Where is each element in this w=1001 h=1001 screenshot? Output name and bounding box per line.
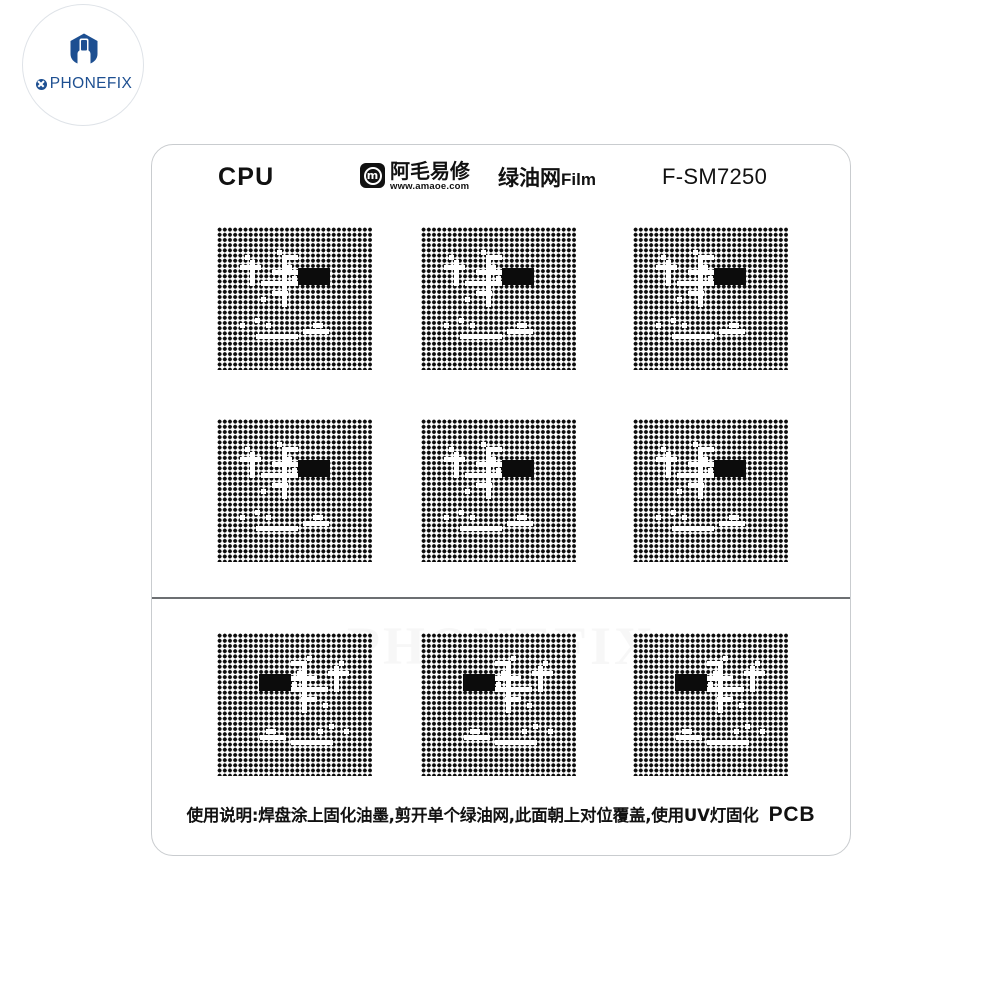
header-category-label: CPU: [218, 163, 275, 191]
cpu-stencil-block[interactable]: [421, 633, 576, 776]
stencil-card: CPU m 阿毛易修 www.amaoe.com 绿油网Film F-SM725…: [151, 144, 851, 856]
model-number-label: F-SM7250: [662, 164, 768, 189]
cpu-stencil-block[interactable]: [217, 419, 372, 562]
cpu-stencil-block[interactable]: [217, 227, 372, 370]
vendor-name-label: 阿毛易修: [390, 159, 470, 183]
card-header: CPU m 阿毛易修 www.amaoe.com 绿油网Film F-SM725…: [152, 157, 850, 205]
cpu-stencil-block[interactable]: [217, 633, 372, 776]
phonefix-brand-badge: PHONEFIX: [22, 4, 144, 126]
cpu-stencil-block[interactable]: [421, 227, 576, 370]
amaoe-square-logo-icon: m: [360, 163, 385, 188]
panel-divider: [152, 597, 850, 599]
cpu-stencil-block[interactable]: [633, 633, 788, 776]
cpu-stencil-block[interactable]: [421, 419, 576, 562]
usage-instruction-text: 使用说明:焊盘涂上固化油墨,剪开单个绿油网,此面朝上对位覆盖,使用UV灯固化: [186, 806, 759, 825]
circle-x-icon: [35, 78, 47, 90]
vendor-branding: m 阿毛易修 www.amaoe.com: [360, 161, 470, 192]
vendor-url-label: www.amaoe.com: [390, 181, 470, 192]
brand-circle-outline: [22, 4, 144, 126]
cpu-stencil-block[interactable]: [633, 227, 788, 370]
card-footer: 使用说明:焊盘涂上固化油墨,剪开单个绿油网,此面朝上对位覆盖,使用UV灯固化 P…: [152, 802, 850, 827]
brand-name: PHONEFIX: [49, 75, 133, 92]
product-type-cn: 绿油网: [498, 166, 561, 190]
pcb-side-label: PCB: [768, 803, 816, 826]
product-type-latin: Film: [561, 170, 596, 189]
product-type-label: 绿油网Film: [498, 162, 596, 192]
vendor-mark-letter: m: [366, 169, 379, 182]
cpu-stencil-block[interactable]: [633, 419, 788, 562]
phonefix-hexagon-phone-logo-icon: [68, 32, 100, 68]
brand-wordmark: PHONEFIX: [28, 75, 140, 93]
